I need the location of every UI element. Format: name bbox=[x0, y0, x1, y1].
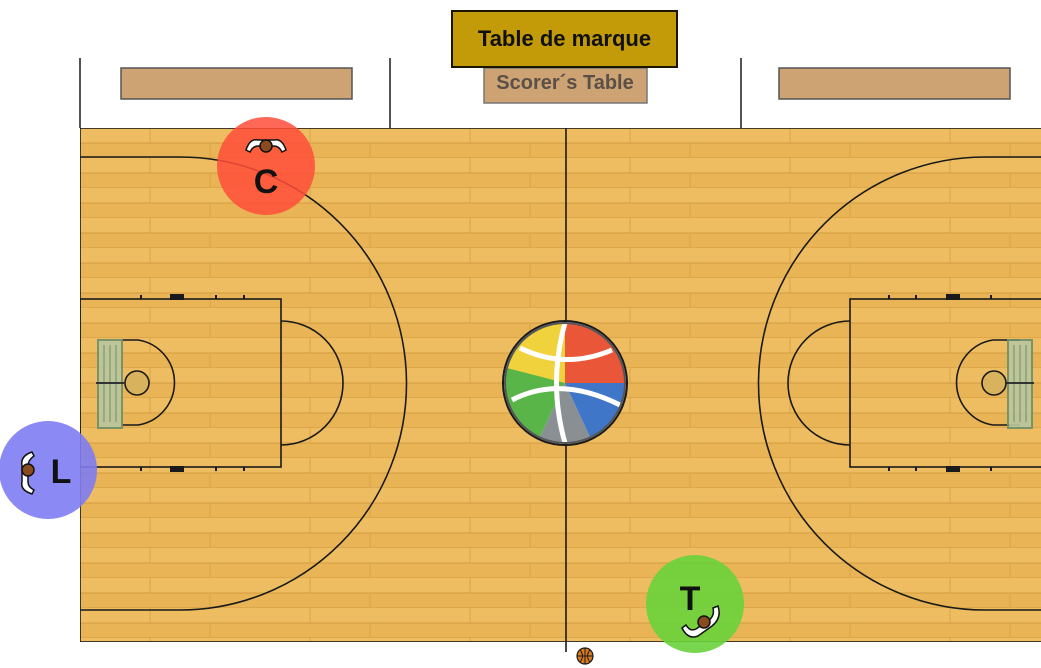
restricted-area-left bbox=[122, 339, 176, 426]
referee-figure-icon bbox=[245, 138, 287, 154]
free-throw-circle-right bbox=[787, 320, 851, 446]
official-crew-chief: C bbox=[217, 117, 315, 215]
official-lead: L bbox=[0, 421, 97, 519]
basket-right bbox=[981, 339, 1034, 429]
court bbox=[80, 128, 1041, 665]
free-throw-circle-left bbox=[280, 320, 344, 446]
official-l-marker bbox=[0, 421, 97, 519]
three-point-line-right bbox=[757, 156, 1041, 611]
official-trail: T bbox=[646, 555, 744, 653]
official-t-letter: T bbox=[680, 580, 701, 618]
lane-marks bbox=[140, 294, 992, 472]
table-de-marque-title: Table de marque bbox=[451, 10, 678, 68]
official-t-marker bbox=[646, 555, 744, 653]
restricted-area-right bbox=[955, 339, 1020, 426]
referee-figure-icon bbox=[20, 451, 36, 495]
team-bench-right bbox=[778, 67, 1011, 100]
official-c-marker bbox=[217, 117, 315, 215]
sideline-zone: Scorer´s Table bbox=[79, 58, 1011, 128]
official-c-letter: C bbox=[254, 163, 279, 201]
official-l-letter: L bbox=[51, 453, 72, 491]
center-circle-logo bbox=[502, 320, 628, 446]
basketball-icon bbox=[576, 647, 594, 665]
basket-left bbox=[96, 339, 150, 429]
referee-figure-icon bbox=[681, 605, 720, 638]
scorer-table bbox=[483, 67, 648, 104]
team-bench-left bbox=[120, 67, 353, 100]
scorer-table-label: Scorer´s Table bbox=[496, 72, 633, 94]
title-text: Table de marque bbox=[477, 26, 652, 51]
